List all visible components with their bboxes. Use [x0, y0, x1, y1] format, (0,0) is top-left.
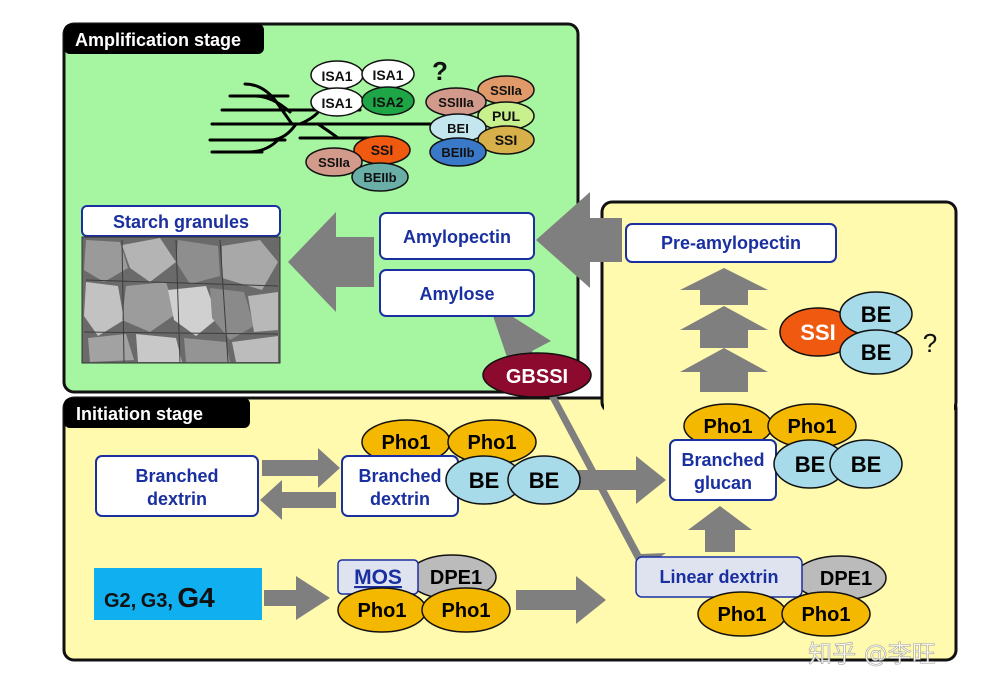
beiib-label-teal: BEIIb — [363, 170, 396, 185]
question-mark-pre: ? — [923, 328, 937, 358]
ssiia-ellipse-bottom — [305, 147, 363, 177]
branched-glucan-line1: Branched — [681, 450, 764, 470]
amylopectin-label: Amylopectin — [403, 227, 511, 247]
ssi-label-pre: SSI — [800, 320, 835, 345]
arrow-right-branched-dextrin — [262, 448, 340, 488]
ssi-label-orange: SSI — [371, 142, 394, 158]
mos-label: MOS — [354, 566, 402, 589]
isa1-label-3: ISA1 — [321, 95, 352, 111]
arrow-mos-to-linear-dextrin — [516, 576, 606, 624]
arrow-to-starch-granules — [288, 212, 374, 312]
pho1-label-mos-1: Pho1 — [358, 600, 407, 622]
panel-join — [604, 396, 954, 414]
pho1-label-mos-2: Pho1 — [442, 600, 491, 622]
bei-label: BEI — [447, 121, 469, 136]
g2-label: G2 — [104, 590, 131, 612]
ssiiia-label: SSIIIa — [438, 95, 474, 110]
dpe1-label-mos: DPE1 — [430, 567, 482, 589]
pho1-label-bd-2: Pho1 — [468, 432, 517, 454]
pho1-label-bg-2: Pho1 — [788, 416, 837, 438]
g4-label: G4 — [177, 582, 215, 613]
ssi-ellipse-top — [477, 125, 535, 155]
branched-dextrin-left-line1: Branched — [135, 466, 218, 486]
question-mark-top: ? — [432, 56, 448, 86]
branched-dextrin-mid-line2: dextrin — [370, 489, 430, 509]
be-label-bg-1: BE — [795, 452, 826, 477]
be-label-bg-2: BE — [851, 452, 882, 477]
be-ellipse-bd-2 — [507, 455, 581, 505]
linear-dextrin-label: Linear dextrin — [659, 567, 778, 587]
initiation-stage-label: Initiation stage — [76, 404, 203, 424]
arrow-pre-amylopectin-to-amylopectin — [536, 192, 622, 288]
arrow-linear-to-branched-glucan — [688, 506, 752, 552]
arrow-to-branched-glucan — [578, 456, 666, 504]
beiib-ellipse-teal — [351, 162, 409, 192]
glucose-oligomers-text: G2, G3, G4 — [104, 582, 215, 613]
glucose-oligomers-box — [94, 568, 262, 620]
amplification-tag — [64, 24, 264, 54]
pho1-label-bd-1: Pho1 — [382, 432, 431, 454]
be-ellipse-pre-bottom — [839, 329, 913, 375]
pre-amylopectin-label: Pre-amylopectin — [661, 233, 801, 253]
arrow-linear-dextrin-to-amylose — [488, 301, 666, 570]
beiib-ellipse-blue — [429, 137, 487, 167]
starch-granules-micrograph — [81, 236, 281, 364]
gbssi-label: GBSSI — [506, 366, 568, 388]
amylose-box — [379, 269, 535, 317]
arrow-g-to-mos — [264, 576, 330, 620]
arrow-left-branched-dextrin — [260, 480, 336, 520]
arrow-up-2 — [680, 306, 768, 348]
be-ellipse-bg-2 — [829, 439, 903, 489]
gbssi-ellipse — [482, 352, 592, 398]
watermark-text: 知乎 @李旺 — [808, 640, 936, 668]
isa2-ellipse — [361, 86, 415, 116]
pul-label: PUL — [492, 108, 520, 124]
ssi-label-top: SSI — [495, 132, 518, 148]
amplification-stage-label: Amplification stage — [75, 30, 241, 50]
ssiia-label-bottom: SSIIa — [318, 155, 351, 170]
dpe1-label-ld: DPE1 — [820, 568, 872, 590]
pho1-label-bg-1: Pho1 — [704, 416, 753, 438]
ssiia-label-top: SSIIa — [490, 83, 523, 98]
initiation-tag — [64, 398, 250, 428]
pho1-ellipse-ld-2 — [781, 591, 871, 637]
amylose-label: Amylose — [419, 284, 494, 304]
branched-dextrin-mid-line1: Branched — [358, 466, 441, 486]
be-label-pre-bottom: BE — [861, 340, 892, 365]
be-label-bd-1: BE — [469, 468, 500, 493]
starch-granules-label: Starch granules — [113, 212, 249, 232]
pho1-ellipse-mos-2 — [421, 587, 511, 633]
arrow-up-1 — [680, 348, 768, 392]
pre-amylopectin-box — [625, 223, 837, 263]
isa1-label-1: ISA1 — [321, 68, 352, 84]
beiib-label-blue: BEIIb — [441, 145, 474, 160]
g3-label: G3 — [141, 590, 168, 612]
branched-dextrin-left-box — [95, 455, 259, 517]
pho1-label-ld-2: Pho1 — [802, 604, 851, 626]
be-label-pre-top: BE — [861, 302, 892, 327]
branched-dextrin-left-line2: dextrin — [147, 489, 207, 509]
pho1-label-ld-1: Pho1 — [718, 604, 767, 626]
be-label-bd-2: BE — [529, 468, 560, 493]
amplification-enzymes: ISA1 ISA1 ? ISA1 ISA2 SSIIa SSIIIa PUL B… — [305, 56, 535, 192]
starch-granules-label-box — [81, 205, 281, 237]
isa1-label-2: ISA1 — [372, 67, 403, 83]
amylopectin-box — [379, 212, 535, 260]
amylopectin-cluster-drawing — [208, 82, 472, 154]
arrow-up-3 — [680, 268, 768, 305]
branched-glucan-line2: glucan — [694, 473, 752, 493]
isa2-label: ISA2 — [372, 94, 403, 110]
